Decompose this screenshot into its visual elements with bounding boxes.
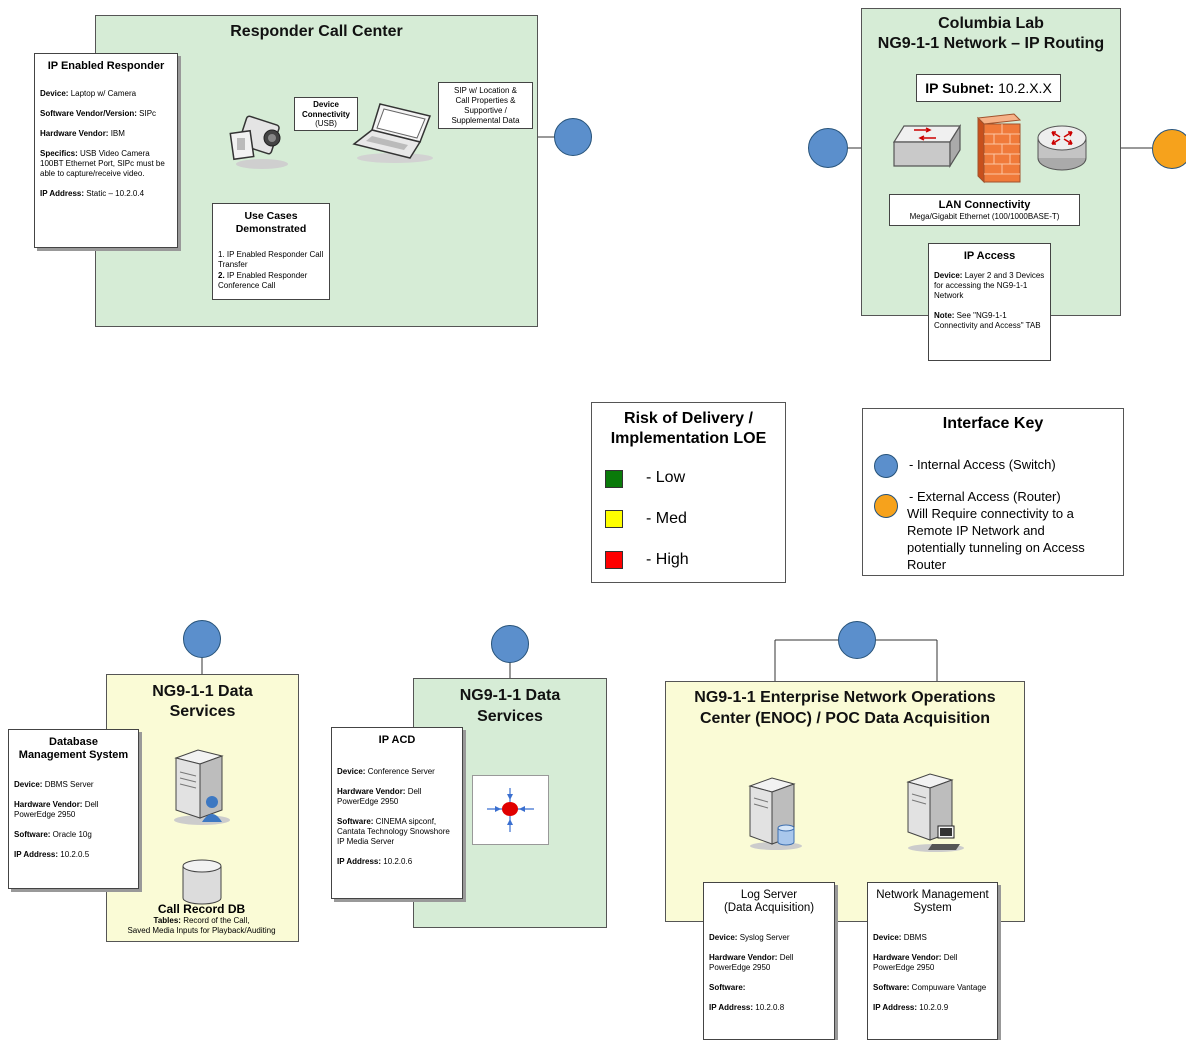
risk-med-label: - Med [646,510,687,527]
card-title: Network Management System [876,889,989,914]
card-row-device: Device: Syslog Server [709,933,790,942]
card-title: Use Cases Demonstrated [235,210,307,235]
panel-title: Responder Call Center [230,23,403,40]
device-connectivity-label: Device Connectivity (USB) [294,97,358,131]
risk-high-label: - High [646,551,689,568]
internal-access-legend-icon [874,454,898,478]
ip-enabled-responder-card: IP Enabled Responder Device: Laptop w/ C… [34,53,178,248]
card-row-device: Device: DBMS Server [14,780,94,789]
card-title: Log Server (Data Acquisition) [723,889,815,914]
card-row-ip: IP Address: Static – 10.2.0.4 [40,189,145,198]
card-row-software: Software Vendor/Version: SIPc [40,109,157,118]
external-access-node [1152,129,1186,169]
card-title: IP Access [963,250,1016,262]
card-row-hardware: Hardware Vendor: Dell PowerEdge 2950 [709,953,794,972]
enoc-panel: NG9-1-1 Enterprise Network Operations Ce… [665,681,1025,922]
card-row-device: Device: Conference Server [337,767,435,776]
card-title: IP ACD [378,734,416,746]
card-row-ip: IP Address: 10.2.0.6 [337,857,413,866]
panel-title: NG9-1-1 Enterprise Network Operations Ce… [694,689,996,727]
video-camera-icon [229,115,288,169]
card-row-ip: IP Address: 10.2.0.5 [14,850,90,859]
router-icon [1037,125,1087,171]
card-title: IP Enabled Responder [47,60,165,72]
dbms-server-icon [174,749,230,825]
network-management-server-icon [906,773,964,852]
panel-title: Columbia Lab NG9-1-1 Network – IP Routin… [877,15,1105,52]
use-cases-card: Use Cases Demonstrated 1. IP Enabled Res… [212,203,330,300]
internal-access-node [183,620,221,658]
conference-server-icon-frame [472,775,549,845]
network-management-card: Network Management System Device: DBMS H… [867,882,998,1040]
risk-med-swatch [605,510,623,528]
card-row-hardware: Hardware Vendor: IBM [40,129,125,138]
use-case-item: 1. IP Enabled Responder Call Transfer [218,250,324,269]
switch-icon [892,123,962,169]
internal-access-node [838,621,876,659]
interface-key-title: Interface Key [942,415,1044,432]
ip-access-card: IP Access Device: Layer 2 and 3 Devices … [928,243,1051,361]
risk-high-swatch [605,551,623,569]
card-row-ip: IP Address: 10.2.0.9 [873,1003,949,1012]
risk-low-swatch [605,470,623,488]
ip-acd-card: IP ACD Device: Conference Server Hardwar… [331,727,463,899]
interface-key: Interface Key - Internal Access (Switch)… [862,408,1124,576]
sip-data-label: SIP w/ Location & Call Properties & Supp… [438,82,533,129]
risk-of-delivery-key: Risk of Delivery / Implementation LOE - … [591,402,786,583]
call-record-db-icon [182,859,222,905]
card-row-note: Note: See "NG9-1-1 Connectivity and Acce… [934,311,1041,330]
external-access-legend-label: - External Access (Router) Will Require … [907,489,1085,572]
conference-server-icon [487,788,534,832]
card-row-ip: IP Address: 10.2.0.8 [709,1003,785,1012]
panel-title: NG9-1-1 Data Services [152,683,253,720]
call-record-db-label: Call Record DB Tables: Record of the Cal… [127,902,276,936]
risk-low-label: - Low [646,469,686,486]
card-row-hardware: Hardware Vendor: Dell PowerEdge 2950 [14,800,99,819]
laptop-icon [352,103,433,163]
risk-title: Risk of Delivery / Implementation LOE [610,410,767,447]
card-row-device: Device: Layer 2 and 3 Devices for access… [934,271,1045,300]
card-row-software: Software: CINEMA sipconf, Cantata Techno… [337,817,450,846]
internal-access-legend-label: - Internal Access (Switch) [909,457,1056,472]
dbms-card: Database Management System Device: DBMS … [8,729,139,889]
ip-subnet-label: IP Subnet: 10.2.X.X [916,74,1061,102]
panel-title: NG9-1-1 Data Services [459,687,561,725]
card-row-device: Device: Laptop w/ Camera [40,89,137,98]
lan-connectivity-label: LAN Connectivity Mega/Gigabit Ethernet (… [889,194,1080,226]
card-row-hardware: Hardware Vendor: Dell PowerEdge 2950 [873,953,958,972]
use-case-item: 2. IP Enabled Responder Conference Call [218,271,308,290]
card-row-software: Software: Compuware Vantage [873,983,987,992]
firewall-icon [976,113,1022,184]
card-title: Database Management System [18,736,129,761]
external-access-legend-icon [874,494,898,518]
card-row-software: Software: [709,983,746,992]
internal-access-node [554,118,592,156]
card-row-device: Device: DBMS [873,933,927,942]
log-server-icon [748,777,802,850]
card-row-hardware: Hardware Vendor: Dell PowerEdge 2950 [337,787,422,806]
card-row-software: Software: Oracle 10g [14,830,92,839]
card-row-specifics: Specifics: USB Video Camera 100BT Ethern… [40,149,165,178]
internal-access-node [491,625,529,663]
internal-access-node [808,128,848,168]
log-server-card: Log Server (Data Acquisition) Device: Sy… [703,882,835,1040]
